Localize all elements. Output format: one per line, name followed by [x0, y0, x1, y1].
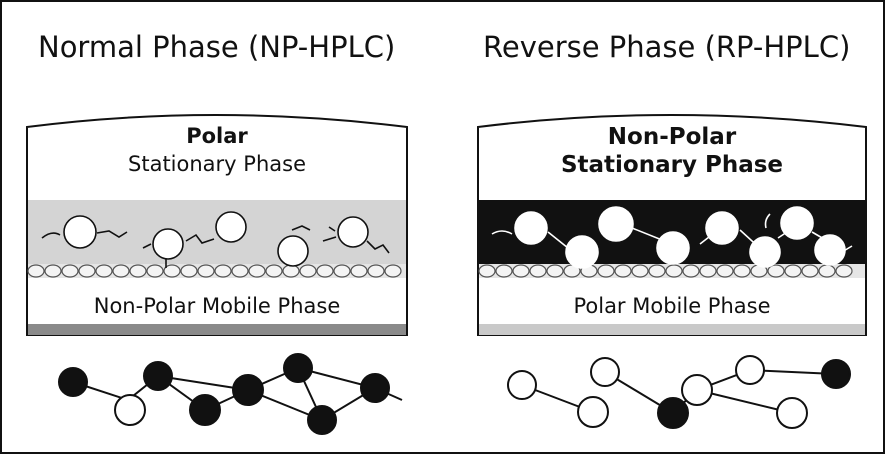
packing-bead — [61, 264, 79, 278]
normal-bottom-bar — [28, 324, 406, 335]
packing-bead — [180, 264, 198, 278]
dark-bead — [189, 394, 221, 426]
analyte-circle — [705, 211, 739, 245]
packing-bead — [333, 264, 351, 278]
light-bead — [735, 355, 765, 385]
normal-analyte-molecules — [41, 211, 390, 268]
normal-phase-panel — [26, 114, 408, 336]
light-bead — [577, 396, 609, 428]
packing-bead — [546, 264, 564, 278]
packing-bead — [478, 264, 496, 278]
reverse-stationary-label-line2: Stationary Phase — [560, 152, 784, 178]
analyte-circle — [565, 235, 599, 269]
light-bead — [507, 370, 537, 400]
dark-bead — [307, 405, 337, 435]
packing-bead — [784, 264, 802, 278]
packing-bead — [529, 264, 547, 278]
packing-bead — [231, 264, 249, 278]
analyte-circle — [277, 235, 309, 267]
analyte-circle — [152, 228, 184, 260]
normal-mobile-phase-label: Non-Polar Mobile Phase — [93, 294, 341, 318]
packing-bead — [27, 264, 45, 278]
packing-bead — [631, 264, 649, 278]
packing-bead — [495, 264, 513, 278]
reverse-bottom-bar — [479, 324, 865, 335]
packing-bead — [265, 264, 283, 278]
packing-bead — [384, 264, 402, 278]
dark-bead — [232, 374, 264, 406]
reverse-molecule-chain — [507, 355, 851, 429]
packing-bead — [835, 264, 853, 278]
dark-bead — [657, 397, 689, 429]
packing-bead — [44, 264, 62, 278]
dark-bead — [283, 353, 313, 383]
packing-bead — [129, 264, 147, 278]
normal-stationary-label-line2: Stationary Phase — [128, 152, 306, 176]
packing-bead — [163, 264, 181, 278]
dark-bead — [360, 373, 390, 403]
dark-bead — [143, 361, 173, 391]
packing-bead — [350, 264, 368, 278]
reverse-phase-panel — [477, 114, 867, 336]
analyte-circle — [814, 234, 846, 266]
packing-bead — [801, 264, 819, 278]
analyte-circle — [598, 206, 634, 242]
packing-bead — [112, 264, 130, 278]
packing-bead — [597, 264, 615, 278]
reverse-mobile-phase-label: Polar Mobile Phase — [573, 294, 771, 318]
packing-bead — [95, 264, 113, 278]
reverse-phase-title: Reverse Phase (RP-HPLC) — [483, 30, 851, 64]
packing-bead — [282, 264, 300, 278]
packing-bead — [316, 264, 334, 278]
dark-bead — [821, 359, 851, 389]
normal-phase-title: Normal Phase (NP-HPLC) — [38, 30, 396, 64]
light-bead — [776, 397, 808, 429]
analyte-circle — [780, 206, 814, 240]
packing-bead — [699, 264, 717, 278]
packing-bead — [512, 264, 530, 278]
light-bead — [114, 394, 146, 426]
packing-bead — [214, 264, 232, 278]
analyte-circle — [63, 215, 97, 249]
packing-bead — [78, 264, 96, 278]
packing-bead — [248, 264, 266, 278]
analyte-circle — [656, 231, 690, 265]
analyte-circle — [749, 236, 781, 268]
packing-bead — [648, 264, 666, 278]
light-bead — [590, 357, 620, 387]
reverse-analyte-molecules — [491, 206, 853, 269]
analyte-circle — [337, 216, 369, 248]
normal-bead-row — [27, 264, 406, 278]
packing-bead — [716, 264, 734, 278]
packing-bead — [733, 264, 751, 278]
analyte-circle — [514, 211, 548, 245]
packing-bead — [146, 264, 164, 278]
reverse-stationary-label-line1: Non-Polar — [607, 124, 737, 150]
packing-bead — [818, 264, 836, 278]
reverse-bead-row — [478, 264, 865, 278]
normal-stationary-label-line1: Polar — [186, 124, 248, 148]
normal-molecule-chain — [58, 353, 403, 435]
dark-bead — [58, 367, 88, 397]
packing-bead — [767, 264, 785, 278]
packing-bead — [299, 264, 317, 278]
packing-bead — [367, 264, 385, 278]
packing-bead — [614, 264, 632, 278]
packing-bead — [665, 264, 683, 278]
packing-bead — [682, 264, 700, 278]
packing-bead — [197, 264, 215, 278]
analyte-circle — [215, 211, 247, 243]
light-bead — [681, 374, 713, 406]
